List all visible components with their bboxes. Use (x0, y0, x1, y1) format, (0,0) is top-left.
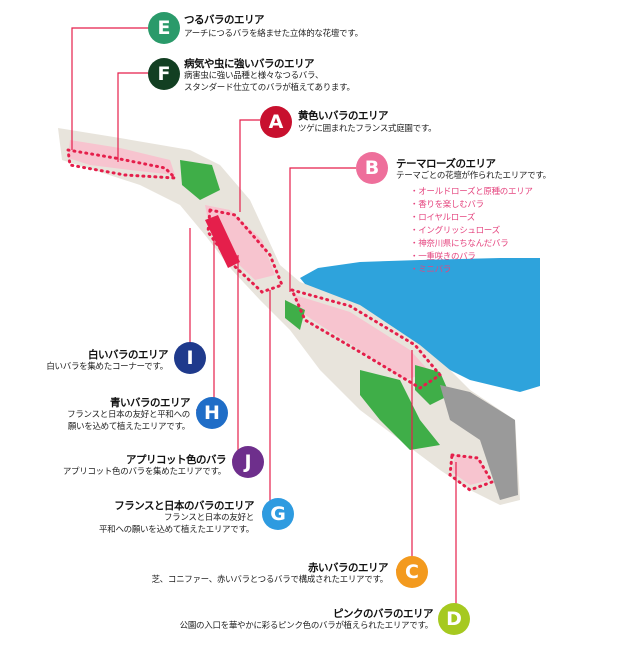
title-area-j: アプリコット色のバラ (126, 454, 227, 466)
area-outlines (66, 148, 495, 492)
title-area-f: 病気や虫に強いバラのエリア (184, 58, 315, 70)
theme-rose-list: ・オールドローズと原種のエリア ・香りを楽しむバラ ・ロイヤルローズ ・イングリ… (410, 186, 533, 277)
badge-j: J (232, 446, 264, 478)
title-area-c: 赤いバラのエリア (308, 562, 389, 574)
leader-e (71, 27, 150, 150)
zone-pink-theme (295, 295, 430, 380)
badge-d: D (438, 603, 470, 635)
outline-area-b (289, 287, 443, 390)
desc-area-f-2: スタンダード仕立てのバラが植えてあります。 (184, 83, 355, 93)
leader-h (196, 238, 215, 411)
leader-f (117, 72, 150, 162)
theme-rose-item: ・一重咲きのバラ (410, 252, 476, 262)
title-area-e: つるバラのエリア (184, 14, 265, 26)
outline-area-e (66, 148, 179, 180)
leader-i (176, 228, 191, 356)
title-area-h: 青いバラのエリア (110, 397, 191, 409)
desc-area-d-1: 公園の入口を華やかに彩るピンク色のバラが植えられたエリアです。 (179, 621, 434, 631)
building (440, 385, 518, 500)
desc-area-i-1: 白いバラを集めたコーナーです。 (46, 362, 168, 372)
badge-c: C (396, 556, 428, 588)
badge-g: G (262, 498, 294, 530)
zone-green-3 (360, 370, 440, 450)
sea (300, 258, 540, 392)
zone-green-2 (285, 300, 305, 330)
desc-area-g-2: 平和への願いを込めて植えたエリアです。 (99, 525, 254, 535)
leader-j (232, 255, 239, 461)
badge-a: A (260, 106, 292, 138)
outline-area-a (206, 208, 284, 294)
theme-rose-item: ・ミニバラ (410, 265, 452, 275)
title-area-d: ピンクのバラのエリア (333, 608, 434, 620)
badge-i: I (174, 342, 206, 374)
badge-e: E (148, 12, 180, 44)
desc-area-b-1: テーマごとの花壇が作られたエリアです。 (396, 171, 551, 181)
outline-area-d (448, 453, 495, 492)
title-area-b: テーマローズのエリア (396, 158, 496, 170)
desc-area-f-1: 病害虫に強い品種と様々なつるバラ、 (184, 71, 324, 81)
desc-area-h-2: 願いを込めて植えたエリアです。 (67, 422, 190, 432)
desc-area-a-1: ツゲに囲まれたフランス式庭園です。 (298, 124, 437, 134)
theme-rose-item: ・ロイヤルローズ (410, 213, 475, 223)
title-area-a: 黄色いバラのエリア (298, 110, 389, 122)
theme-rose-item: ・神奈川県にちなんだバラ (410, 239, 509, 249)
leader-a (239, 119, 260, 212)
desc-area-g-1: フランスと日本の友好と (163, 513, 254, 523)
title-area-i: 白いバラのエリア (88, 349, 169, 361)
theme-rose-item: ・オールドローズと原種のエリア (410, 187, 533, 197)
desc-area-e-1: アーチにつるバラを絡ませた立体的な花壇です。 (184, 29, 363, 39)
desc-area-c-1: 芝、コニファー、赤いバラとつるバラで構成されたエリアです。 (151, 575, 388, 585)
theme-rose-item: ・イングリッシュローズ (410, 226, 500, 236)
desc-area-h-1: フランスと日本の友好と平和への (67, 410, 190, 420)
theme-rose-item: ・香りを楽しむバラ (410, 200, 484, 210)
zone-pink-mid (205, 205, 275, 280)
title-area-g: フランスと日本のバラのエリア (114, 500, 254, 512)
badge-h: H (196, 397, 228, 429)
zone-red-strip (205, 215, 240, 268)
badge-f: F (148, 58, 180, 90)
leader-b (289, 167, 356, 292)
zone-pink-east (68, 140, 175, 175)
desc-area-j-1: アプリコット色のバラを集めたエリアです。 (62, 467, 226, 477)
badge-b: B (356, 152, 388, 184)
zone-green-1 (180, 160, 220, 200)
leader-d (440, 462, 457, 618)
leader-g (262, 290, 271, 513)
